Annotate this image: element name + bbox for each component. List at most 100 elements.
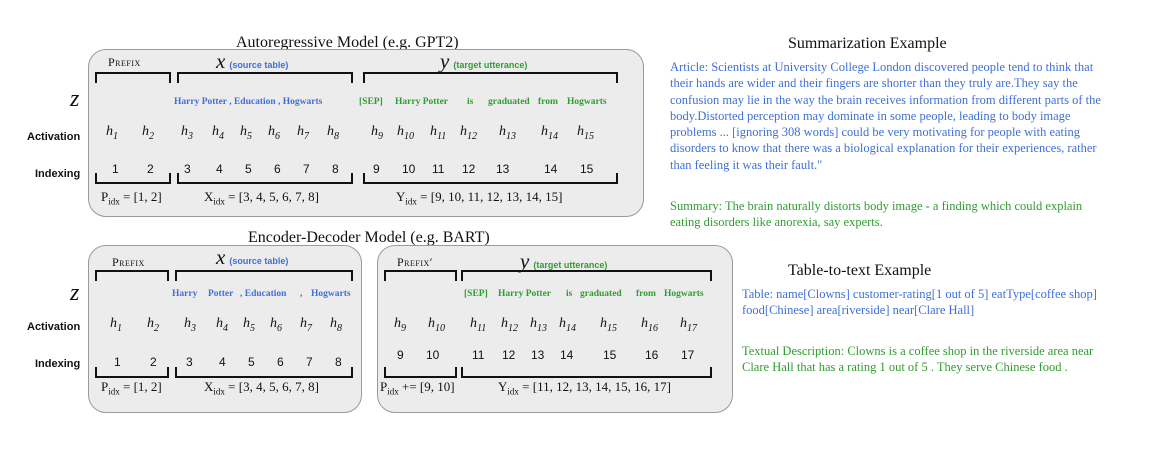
ar-p-idx: Pidx = [1, 2] <box>101 189 162 207</box>
ed-enc-index: 1 <box>114 355 121 369</box>
ar-activation: h7 <box>297 124 309 142</box>
ed-source-token: , Education <box>240 289 287 299</box>
ar-target-token: from <box>538 97 558 107</box>
ed-enc-activation: h5 <box>243 316 255 334</box>
ar-x-bottom-bracket <box>177 173 353 184</box>
ed-enc-activation: h4 <box>216 316 228 334</box>
ed-z-label: z <box>70 280 80 306</box>
ar-activation-label: Activation <box>27 131 81 143</box>
ed-enc-index: 8 <box>335 355 342 369</box>
ed-p-idx: Pidx = [1, 2] <box>101 379 162 397</box>
ed-prefix2-bracket <box>384 270 457 281</box>
ar-y-header: y (target utterance) <box>440 49 528 73</box>
ed-dec-index: 10 <box>426 348 440 362</box>
ed-dec-activation: h9 <box>394 316 406 334</box>
ar-activation: h14 <box>541 124 558 142</box>
decoder-panel <box>377 245 733 413</box>
ar-activation: h9 <box>371 124 383 142</box>
ed-dec-activation: h17 <box>680 316 697 334</box>
table-to-text-table: Table: name[Clowns] customer-rating[1 ou… <box>742 287 1097 318</box>
ar-activation: h1 <box>106 124 118 142</box>
ed-enc-index: 5 <box>248 355 255 369</box>
ed-source-token: , <box>300 289 303 299</box>
ed-prefix2-header: Prefix′ <box>397 255 433 269</box>
ed-y-bottom-bracket <box>461 367 712 378</box>
ar-x-idx: Xidx = [3, 4, 5, 6, 7, 8] <box>204 189 319 207</box>
ed-dec-index: 11 <box>472 348 485 362</box>
ed-y-bracket <box>461 270 712 281</box>
ar-activation: h15 <box>577 124 594 142</box>
ed-enc-activation: h3 <box>184 316 196 334</box>
ed-sep-token: [SEP] <box>464 289 488 299</box>
ar-target-token: Harry Potter <box>395 97 449 107</box>
ed-dec-index: 16 <box>645 348 659 362</box>
ar-index: 6 <box>274 162 281 176</box>
ed-prefix-bracket <box>95 270 169 281</box>
ed-target-token: graduated <box>580 289 622 299</box>
ed-dec-activation: h11 <box>470 316 487 334</box>
ed-activation-label: Activation <box>27 321 81 333</box>
ed-source-token: Hogwarts <box>311 289 351 299</box>
ed-enc-activation: h1 <box>110 316 122 334</box>
ed-x-bottom-bracket <box>175 367 353 378</box>
ar-index: 14 <box>544 162 558 176</box>
encoder-decoder-title: Encoder-Decoder Model (e.g. BART) <box>248 229 490 246</box>
ar-index: 15 <box>580 162 594 176</box>
ar-source-tokens: Harry Potter , Education , Hogwarts <box>174 97 323 107</box>
ed-target-token: Hogwarts <box>664 289 704 299</box>
ar-target-token: is <box>467 97 474 107</box>
ed-target-token: Harry Potter <box>498 289 552 299</box>
ed-source-token: Potter <box>208 289 234 299</box>
ar-index: 5 <box>245 162 252 176</box>
ar-index: 12 <box>462 162 476 176</box>
ed-dec-index: 13 <box>531 348 545 362</box>
autoregressive-panel <box>88 49 644 217</box>
ar-activation: h8 <box>327 124 339 142</box>
summarization-article: Article: Scientists at University Colleg… <box>670 60 1101 172</box>
ar-z-label: z <box>70 86 80 112</box>
ed-target-token: from <box>636 289 656 299</box>
ed-x-idx: Xidx = [3, 4, 5, 6, 7, 8] <box>204 379 319 397</box>
ar-activation: h4 <box>212 124 224 142</box>
ar-target-token: Hogwarts <box>567 97 607 107</box>
ed-dec-activation: h12 <box>501 316 518 334</box>
ar-index: 1 <box>112 162 119 176</box>
ed-p2-bottom-bracket <box>384 367 457 378</box>
summarization-summary: Summary: The brain naturally distorts bo… <box>670 199 1083 230</box>
ar-activation: h6 <box>268 124 280 142</box>
ed-source-token: Harry <box>172 289 198 299</box>
ed-dec-index: 12 <box>502 348 516 362</box>
ar-p-bottom-bracket <box>95 173 171 184</box>
ar-index: 13 <box>496 162 510 176</box>
ar-index: 9 <box>373 162 380 176</box>
ar-prefix-bracket <box>95 72 171 83</box>
ar-activation: h5 <box>240 124 252 142</box>
ar-prefix-header: Prefix <box>108 55 141 69</box>
ed-dec-index: 15 <box>603 348 617 362</box>
ar-index: 7 <box>303 162 310 176</box>
ar-activation: h3 <box>181 124 193 142</box>
ed-target-token: is <box>566 289 573 299</box>
encoder-panel <box>88 245 362 413</box>
ed-enc-index: 7 <box>306 355 313 369</box>
ar-activation: h10 <box>397 124 414 142</box>
ed-dec-activation: h10 <box>428 316 445 334</box>
ed-p-bottom-bracket <box>95 367 169 378</box>
ed-enc-activation: h2 <box>147 316 159 334</box>
ed-dec-index: 14 <box>560 348 574 362</box>
ed-dec-activation: h13 <box>530 316 547 334</box>
ed-enc-activation: h6 <box>270 316 282 334</box>
ar-index: 11 <box>432 162 445 176</box>
ar-index: 3 <box>184 162 191 176</box>
table-to-text-title: Table-to-text Example <box>788 262 932 279</box>
ar-index: 10 <box>402 162 416 176</box>
ar-y-idx: Yidx = [9, 10, 11, 12, 13, 14, 15] <box>396 189 563 207</box>
ed-enc-index: 3 <box>186 355 193 369</box>
ar-activation: h13 <box>499 124 516 142</box>
ar-index: 8 <box>332 162 339 176</box>
autoregressive-title: Autoregressive Model (e.g. GPT2) <box>236 34 459 51</box>
ed-enc-index: 4 <box>219 355 226 369</box>
ed-enc-index: 6 <box>277 355 284 369</box>
ar-target-token: graduated <box>488 97 530 107</box>
